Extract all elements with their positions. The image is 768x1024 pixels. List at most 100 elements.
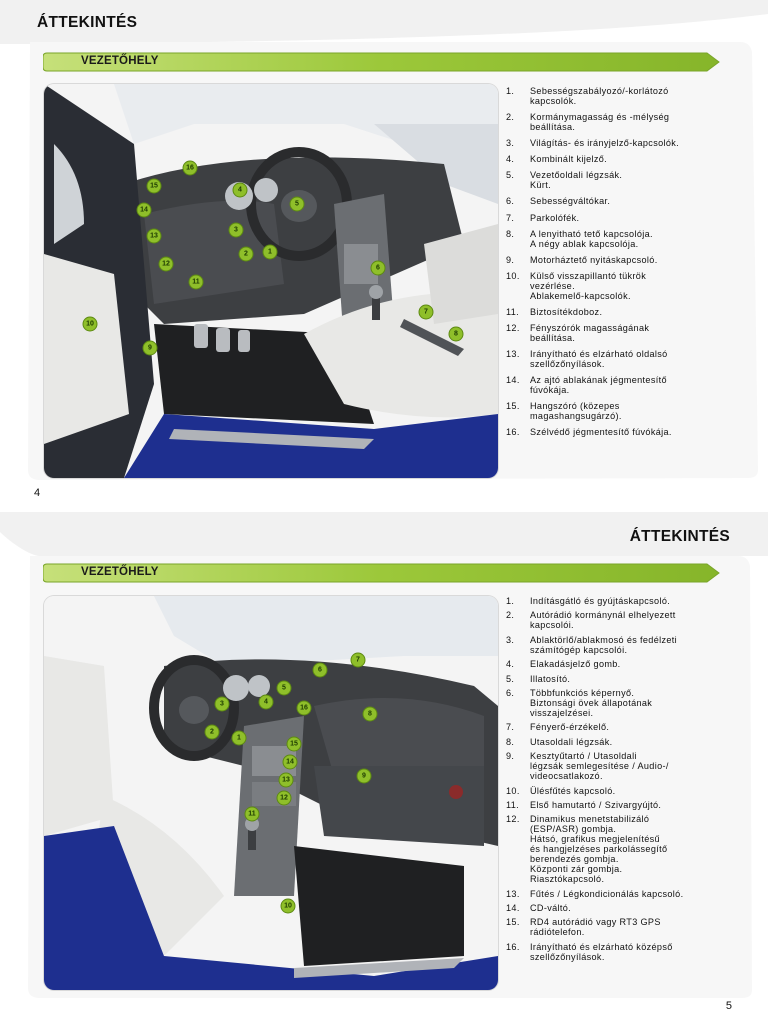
svg-text:16: 16: [186, 165, 194, 172]
callout-marker: 8: [448, 326, 464, 342]
callout-marker: 6: [370, 260, 386, 276]
svg-text:4: 4: [238, 187, 242, 194]
legend-list: 1.Sebességszabályozó/-korlátozó kapcsoló…: [506, 86, 746, 444]
section-band: VEZETŐHELY: [42, 562, 721, 584]
callout-marker: 11: [188, 274, 204, 290]
svg-text:5: 5: [282, 685, 286, 692]
page-number: 5: [725, 1000, 732, 1012]
svg-text:6: 6: [318, 667, 322, 674]
svg-text:3: 3: [234, 227, 238, 234]
list-item: 13.Irányítható és elzárható oldalsó szel…: [506, 349, 668, 370]
page-5: ÁTTEKINTÉS VEZETŐHELY: [0, 512, 768, 1024]
svg-text:8: 8: [368, 711, 372, 718]
callout-marker: 1: [231, 730, 247, 746]
svg-text:13: 13: [150, 233, 158, 240]
callout-marker: 7: [350, 652, 366, 668]
svg-text:16: 16: [300, 705, 308, 712]
svg-text:2: 2: [244, 251, 248, 258]
callout-marker: 10: [280, 898, 296, 914]
callout-marker: 3: [214, 696, 230, 712]
list-item: 5.Illatosító.: [506, 673, 571, 684]
list-item: 8.A lenyitható tető kapcsolója. A négy a…: [506, 228, 653, 249]
list-item: 3.Világítás- és irányjelző-kapcsolók.: [506, 138, 680, 149]
list-item: 12.Dinamikus menetstabilizáló (ESP/ASR) …: [506, 814, 668, 885]
callout-marker: 2: [204, 724, 220, 740]
list-item: 15.RD4 autórádió vagy RT3 GPS rádiótelef…: [506, 917, 661, 938]
list-item: 4.Kombinált kijelző.: [506, 154, 608, 165]
list-item: 10.Ülésfűtés kapcsoló.: [506, 785, 616, 796]
list-item: 7.Parkolófék.: [506, 212, 580, 223]
list-item: 3.Ablaktörlő/ablakmosó és fedélzeti szám…: [506, 634, 678, 655]
callout-marker: 9: [142, 340, 158, 356]
svg-text:3: 3: [220, 701, 224, 708]
list-item: 12.Fényszórók magasságának beállítása.: [506, 323, 650, 344]
callout-marker: 14: [136, 202, 152, 218]
callout-marker: 15: [286, 736, 302, 752]
callout-marker: 10: [82, 316, 98, 332]
svg-text:9: 9: [148, 345, 152, 352]
callout-marker: 9: [356, 768, 372, 784]
section-band-shape: [42, 563, 720, 583]
svg-text:15: 15: [150, 183, 158, 190]
list-item: 2.Kormánymagasság és -mélység beállítása…: [506, 112, 670, 133]
svg-text:14: 14: [140, 207, 148, 214]
svg-text:4: 4: [264, 699, 268, 706]
page-4: ÁTTEKINTÉS VEZETŐHELY: [0, 0, 768, 499]
svg-text:9: 9: [362, 773, 366, 780]
section-band-shape: [42, 52, 720, 72]
callout-marker: 5: [276, 680, 292, 696]
list-item: 6.Sebességváltókar.: [506, 196, 611, 207]
callout-marker: 8: [362, 706, 378, 722]
svg-text:11: 11: [248, 811, 256, 818]
callout-marker: 1: [262, 244, 278, 260]
callout-marker: 6: [312, 662, 328, 678]
cockpit-illustration-left: 16 15 14 13 12 11 4 3 2 1 5 6 7 8 10 9: [44, 84, 498, 478]
list-item: 9.Motorháztető nyitáskapcsoló.: [506, 254, 658, 265]
svg-text:10: 10: [284, 903, 292, 910]
svg-text:2: 2: [210, 729, 214, 736]
list-item: 15.Hangszóró (közepes magashangsugárzó).: [506, 401, 622, 422]
list-item: 11.Első hamutartó / Szivargyújtó.: [506, 799, 662, 810]
list-item: 13.Fűtés / Légkondicionálás kapcsoló.: [506, 888, 684, 899]
svg-text:6: 6: [376, 265, 380, 272]
list-item: 14.CD-váltó.: [506, 903, 572, 914]
svg-text:12: 12: [162, 261, 170, 268]
list-item: 10.Külső visszapillantó tükrök vezérlése…: [506, 270, 647, 301]
callout-marker: 13: [278, 772, 294, 788]
list-item: 16.Irányítható és elzárható középső szel…: [506, 941, 673, 962]
callout-marker: 3: [228, 222, 244, 238]
callout-marker: 14: [282, 754, 298, 770]
section-label: VEZETŐHELY: [81, 55, 159, 67]
list-item: 9.Kesztyűtartó / Utasoldali légzsák seml…: [506, 751, 669, 782]
page-title: ÁTTEKINTÉS: [37, 14, 138, 31]
callout-marker: 5: [289, 196, 305, 212]
list-item: 5.Vezetőoldali légzsák. Kürt.: [506, 170, 623, 191]
svg-text:11: 11: [192, 279, 200, 286]
svg-text:1: 1: [268, 249, 272, 256]
list-item: 7.Fényerő-érzékelő.: [506, 722, 610, 733]
svg-text:12: 12: [280, 795, 288, 802]
list-item: 6.Többfunkciós képernyő. Biztonsági övek…: [506, 687, 653, 718]
section-band: VEZETŐHELY: [42, 51, 721, 73]
callout-marker: 16: [182, 160, 198, 176]
callout-marker: 16: [296, 700, 312, 716]
callout-marker: 7: [418, 304, 434, 320]
svg-text:10: 10: [86, 321, 94, 328]
callout-marker: 4: [232, 182, 248, 198]
list-item: 1.Indításgátló és gyújtáskapcsoló.: [506, 596, 671, 606]
callout-marker: 13: [146, 228, 162, 244]
svg-text:13: 13: [282, 777, 290, 784]
svg-text:7: 7: [424, 309, 428, 316]
svg-text:15: 15: [290, 741, 298, 748]
callout-marker: 2: [238, 246, 254, 262]
callout-marker: 12: [276, 790, 292, 806]
callout-marker: 12: [158, 256, 174, 272]
legend-list: 1.Indításgátló és gyújtáskapcsoló. 2.Aut…: [506, 596, 746, 966]
callout-marker: 4: [258, 694, 274, 710]
svg-text:8: 8: [454, 331, 458, 338]
svg-text:14: 14: [286, 759, 294, 766]
svg-text:7: 7: [356, 657, 360, 664]
list-item: 11.Biztosítékdoboz.: [506, 306, 603, 317]
list-item: 1.Sebességszabályozó/-korlátozó kapcsoló…: [506, 86, 669, 106]
list-item: 4.Elakadásjelző gomb.: [506, 659, 621, 670]
